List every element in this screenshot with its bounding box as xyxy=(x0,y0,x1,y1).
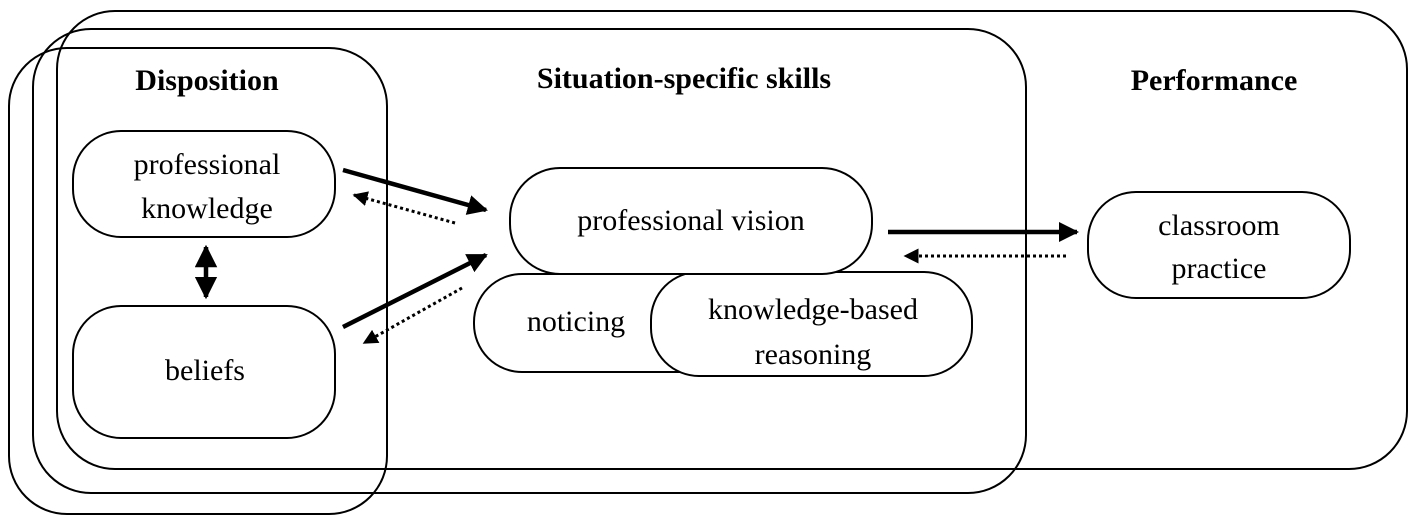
professional-knowledge-node: professional knowledge xyxy=(72,130,336,238)
professional-knowledge-label-line-2: knowledge xyxy=(141,192,273,225)
situation-specific-skills-frame xyxy=(32,28,1027,494)
classroom-practice-node: classroom practice xyxy=(1087,191,1351,299)
knowledge-based-reasoning-label-line-1: knowledge-based xyxy=(708,293,918,326)
beliefs-node: beliefs xyxy=(72,305,336,439)
classroom-practice-label-line-1: classroom xyxy=(1158,209,1280,242)
knowledge-based-reasoning-node: knowledge-based reasoning xyxy=(650,271,973,377)
performance-heading: Performance xyxy=(1131,64,1298,97)
disposition-frame xyxy=(8,47,388,515)
knowledge-to-vision-arrow xyxy=(342,167,488,215)
classroom-practice-label-line-2: practice xyxy=(1172,252,1267,285)
professional-vision-label: professional vision xyxy=(577,204,804,237)
beliefs-to-vision-arrow xyxy=(341,252,488,330)
situation-specific-skills-heading: Situation-specific skills xyxy=(537,62,831,95)
professional-vision-node: professional vision xyxy=(509,167,873,275)
vision-to-beliefs-dotted-arrow xyxy=(362,286,463,345)
disposition-heading: Disposition xyxy=(135,64,279,97)
beliefs-label: beliefs xyxy=(165,354,245,387)
professional-knowledge-label-line-1: professional xyxy=(134,148,281,181)
performance-frame xyxy=(56,10,1408,470)
noticing-label: noticing xyxy=(527,305,625,338)
knowledge-based-reasoning-label-line-2: reasoning xyxy=(755,338,872,371)
